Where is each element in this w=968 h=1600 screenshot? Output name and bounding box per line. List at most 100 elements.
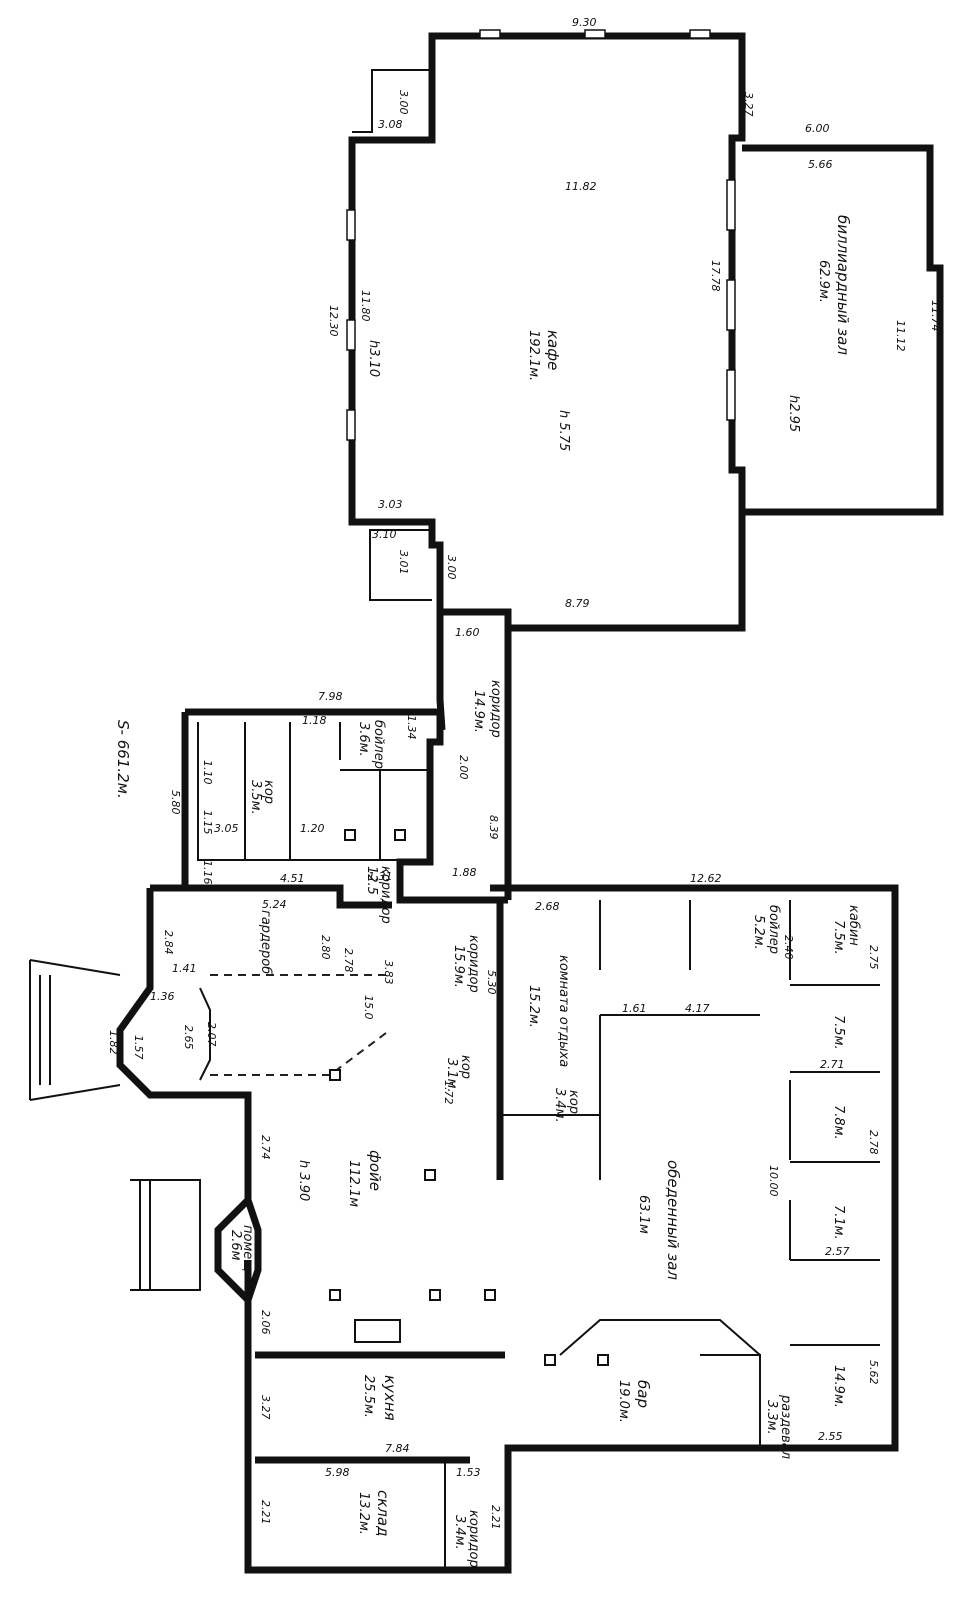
dim-1-18: 1.18 [302,714,327,727]
dim-2-21: 2.21 [259,1500,272,1525]
storage-area: 13.2м. [356,1492,371,1535]
dim-3-00: 3.00 [397,90,410,115]
dim-2-75a: 2.75 [867,945,880,970]
dim-4-17: 4.17 [685,1002,710,1015]
cafe-h2: h3.10 [366,340,381,377]
pomeshch-name: помещ [240,1225,255,1272]
dim-9-30: 9.30 [572,16,597,29]
total-area: S- 661.2м. [114,720,132,799]
dim-5-66: 5.66 [808,158,833,171]
cafe-height: h 5.75 [556,410,571,451]
dim-15-0: 15.0 [362,995,375,1020]
dim-5-62: 5.62 [867,1360,880,1385]
billiard-height: h2.95 [786,395,801,432]
razdevalka-name: раздевал [778,1394,793,1459]
dim-2-06: 2.06 [259,1310,272,1335]
kor-a-name: кор [458,1055,473,1079]
rest-room-area: 15.2м. [526,985,541,1028]
office2-area: 7.5м. [831,1015,846,1050]
boiler-right-name: бойлер [766,905,781,954]
room-labels: кафе 192.1м. h 5.75 h3.10 биллиардный за… [114,215,861,1568]
foyer-area: 112.1м [346,1160,361,1207]
kitchen-area: 25.5м. [361,1375,376,1418]
dim-8-79: 8.79 [565,597,590,610]
dim-7-98: 7.98 [318,690,343,703]
corridor-bottom-name: коридор [466,1510,481,1568]
razdevalka-area: 3.3м. [764,1400,779,1435]
kabinet-name: кабин [846,905,861,946]
corridor-mid-name: коридор [466,935,481,993]
corridor-top-area: 14.9м. [471,690,486,733]
dim-11-12: 11.12 [894,320,907,352]
dim-1-88: 1.88 [452,866,477,879]
dim-17-78: 17.78 [709,260,722,292]
dim-3-00b: 3.00 [445,555,458,580]
dim-1-82: 1.82 [107,1030,120,1055]
dim-12-30: 12.30 [327,305,340,337]
boiler-top-name: бойлер [371,720,386,769]
dim-3-01: 3.01 [397,550,410,575]
cafe-name: кафе [544,330,562,370]
wc-kor-name: кор [261,780,276,804]
dim-2-80: 2.80 [319,935,332,960]
kor-b-area: 3.4м. [552,1088,567,1123]
dim-1-53: 1.53 [456,1466,481,1479]
dim-1-60: 1.60 [455,626,480,639]
dim-2-07: 2.07 [205,1022,218,1047]
dim-1-41: 1.41 [172,962,197,975]
office3-area: 7.8м. [831,1105,846,1140]
dim-1-34: 1.34 [405,715,418,740]
dim-2-71: 2.71 [820,1058,845,1071]
dim-2-78b: 2.78 [342,948,355,973]
dim-5-80: 5.80 [169,790,182,815]
dining-area: 63.1м [636,1195,651,1234]
office5-area: 14.9м. [831,1365,846,1408]
dim-5-30: 5.30 [485,970,498,995]
dim-1-20: 1.20 [300,822,325,835]
dim-1-16: 1.16 [201,860,214,885]
wardrobe-name: гардероб [258,910,273,974]
dim-3-27: 3.27 [742,92,755,117]
dim-2-40: 2.40 [782,935,795,960]
dim-5-24: 5.24 [262,898,287,911]
dim-3-27b: 3.27 [259,1395,272,1420]
dim-3-08: 3.08 [378,118,403,131]
dim-2-21b: 2.21 [489,1505,502,1530]
dim-6-00: 6.00 [805,122,830,135]
corridor-bottom-area: 3.4м. [452,1515,467,1550]
dim-11-80: 11.80 [359,290,372,322]
dim-2-55: 2.55 [818,1430,843,1443]
wc-kor-area: 3.5м. [248,780,263,815]
dim-11-74: 11.74 [929,300,942,332]
dim-5-98: 5.98 [325,1466,350,1479]
cafe-block [346,29,944,632]
dim-1-72: 1.72 [442,1080,455,1105]
boiler-right-area: 5.2м. [751,915,766,950]
dim-7-84: 7.84 [385,1442,410,1455]
dim-2-78: 2.78 [867,1130,880,1155]
dim-12-62: 12.62 [690,872,722,885]
dim-3-05: 3.05 [214,822,239,835]
billiard-area: 62.9м. [816,260,831,303]
foyer-name: фойе [366,1150,384,1191]
bar-area: 19.0м. [616,1380,631,1423]
kabinet-area: 7.5м. [831,920,846,955]
dim-2-57: 2.57 [825,1245,850,1258]
kor-b-name: кор [566,1090,581,1114]
dim-1-57: 1.57 [132,1035,145,1060]
kor-a-area: 3.1м. [444,1058,459,1093]
foyer-height: h 3.90 [296,1160,311,1201]
dim-1-36: 1.36 [150,990,175,1003]
dining-name: обеденный зал [664,1160,682,1280]
dim-3-10: 3.10 [372,528,397,541]
lower-west-block [29,884,899,1574]
dim-2-74: 2.74 [259,1135,272,1160]
pomeshch-area: 2.6м [228,1230,243,1261]
dim-2-68: 2.68 [535,900,560,913]
dim-1-10: 1.10 [201,760,214,785]
dimension-labels: 9.30 3.27 6.00 5.66 11.74 11.12 11.82 17… [107,16,942,1530]
rest-room-name: комната отдыха [556,955,571,1067]
dim-11-82: 11.82 [565,180,597,193]
dim-10-00: 10.00 [767,1165,780,1197]
